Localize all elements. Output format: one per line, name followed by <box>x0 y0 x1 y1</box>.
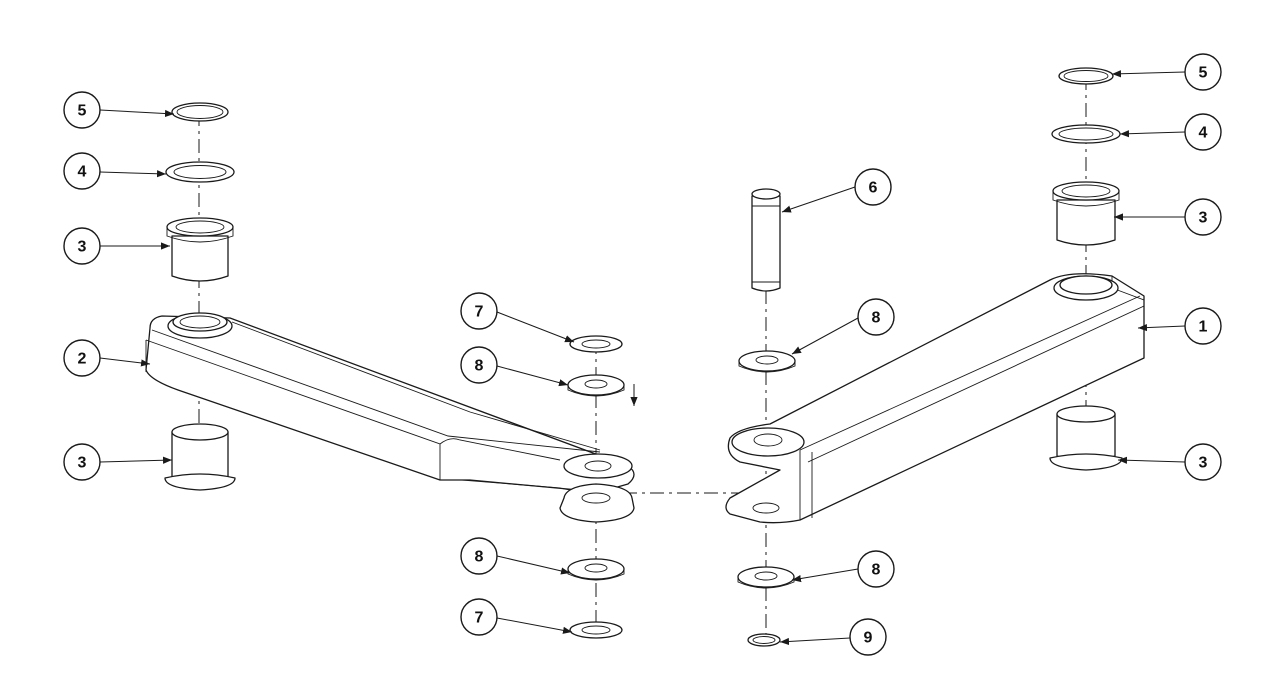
svg-text:3: 3 <box>1199 210 1208 227</box>
svg-text:3: 3 <box>78 239 87 256</box>
svg-text:4: 4 <box>1199 125 1208 142</box>
balloon-right-4: 4 <box>1184 113 1222 151</box>
left-arm <box>145 312 635 523</box>
balloon-right-3-top: 3 <box>1184 198 1222 236</box>
balloon-left-4: 4 <box>63 152 101 190</box>
svg-text:7: 7 <box>475 610 484 627</box>
svg-text:1: 1 <box>1199 319 1208 336</box>
svg-text:2: 2 <box>78 351 87 368</box>
svg-text:3: 3 <box>1199 455 1208 472</box>
svg-text:8: 8 <box>475 549 484 566</box>
balloons: 5 4 3 2 3 7 8 8 7 6 8 8 9 5 4 3 1 3 <box>63 53 1222 656</box>
svg-text:5: 5 <box>1199 65 1208 82</box>
middle-part-stack <box>567 335 638 639</box>
balloon-middle-7-bottom: 7 <box>460 598 498 636</box>
balloon-right-9: 9 <box>849 618 887 656</box>
balloon-right-1: 1 <box>1184 307 1222 345</box>
balloon-right-8-bottom: 8 <box>857 550 895 588</box>
balloon-left-3-bottom: 3 <box>63 443 101 481</box>
leader-lines <box>99 70 1186 646</box>
svg-text:5: 5 <box>78 103 87 120</box>
svg-text:8: 8 <box>872 562 881 579</box>
right-part-stack <box>1049 67 1123 471</box>
balloon-pin-6: 6 <box>854 168 892 206</box>
pin-part-stack <box>737 188 796 647</box>
balloon-middle-7-top: 7 <box>460 292 498 330</box>
left-part-stack <box>164 102 236 491</box>
svg-text:9: 9 <box>864 630 873 647</box>
balloon-middle-8-bottom: 8 <box>460 537 498 575</box>
balloon-middle-8-top: 8 <box>460 346 498 384</box>
svg-text:3: 3 <box>78 455 87 472</box>
svg-text:6: 6 <box>869 180 878 197</box>
balloon-right-8-top: 8 <box>857 298 895 336</box>
svg-text:4: 4 <box>78 164 87 181</box>
right-arm <box>725 273 1145 524</box>
balloon-right-3-bottom: 3 <box>1184 443 1222 481</box>
balloon-left-2: 2 <box>63 339 101 377</box>
svg-text:8: 8 <box>475 358 484 375</box>
balloon-left-5: 5 <box>63 91 101 129</box>
svg-text:8: 8 <box>872 310 881 327</box>
svg-text:7: 7 <box>475 304 484 321</box>
balloon-left-3-top: 3 <box>63 227 101 265</box>
balloon-right-5: 5 <box>1184 53 1222 91</box>
